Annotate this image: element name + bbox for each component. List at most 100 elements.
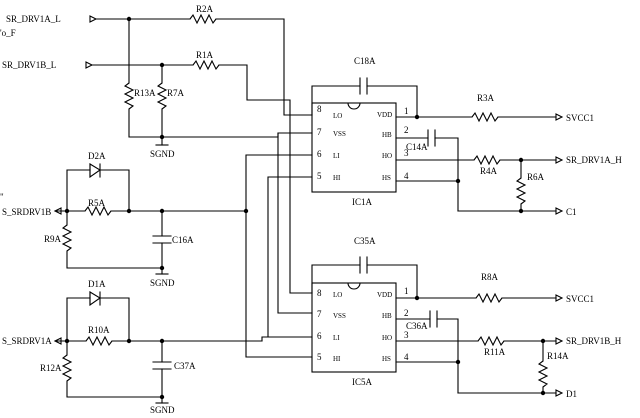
- ic1a-vdd: VDD: [377, 111, 392, 119]
- ic5a-lo: LO: [333, 291, 342, 299]
- sgnd-bot-label: SGND: [150, 405, 175, 415]
- ic5a-label: IC5A: [352, 377, 373, 387]
- sgnd-top-label: SGND: [150, 149, 175, 159]
- ic5a-pin4: 4: [404, 352, 409, 362]
- ic5a-pin2: 2: [404, 308, 409, 318]
- sr-drv1b-h-label: SR_DRV1B_H: [566, 336, 622, 346]
- corner-label: 'o_F: [0, 28, 16, 38]
- c14a-label: C14A: [406, 142, 428, 152]
- r3a-resistor: [471, 111, 499, 123]
- ic5a-pin8: 8: [317, 288, 322, 298]
- ic5a-body: [311, 282, 397, 373]
- r2a-resistor: [189, 13, 217, 25]
- r10a-label: R10A: [88, 325, 110, 335]
- ic1a-pin2: 2: [404, 125, 409, 135]
- sr-drv1a-l-arrow: [89, 15, 98, 23]
- ic1a-li: LI: [333, 152, 340, 160]
- top-left-network: 'o_F SR_DRV1A_L R2A SR_DRV1B_L R1A R13A …: [0, 4, 313, 294]
- d1a-label: D1A: [88, 279, 106, 289]
- ic1a-pin4: 4: [404, 171, 409, 181]
- ic1a-driver: IC1A 8 7 6 5 LO VSS LI HI VDD HB HO HS 1…: [311, 56, 622, 217]
- ic5a-pin5: 5: [317, 352, 322, 362]
- ic5a-driver: IC5A 8 7 6 5 LO VSS LI HI VDD HB HO HS 1…: [311, 236, 622, 399]
- r11a-resistor: [477, 335, 505, 347]
- ic1a-pin3: 3: [404, 148, 409, 158]
- ic5a-hb: HB: [382, 312, 392, 320]
- r11a-label: R11A: [484, 347, 506, 357]
- ic5a-ho: HO: [382, 334, 392, 342]
- ic5a-pin7: 7: [317, 309, 322, 319]
- ic1a-pin6: 6: [317, 149, 322, 159]
- r9a-resistor: [61, 224, 73, 252]
- r1a-resistor: [192, 59, 220, 71]
- r13a-label: R13A: [134, 88, 156, 98]
- d2a-label: D2A: [88, 151, 106, 161]
- c35a-label: C35A: [354, 236, 376, 246]
- sr-drv1a-h-arrow: [555, 156, 564, 164]
- ic1a-lo: LO: [333, 112, 342, 120]
- ic1a-pin8: 8: [317, 104, 322, 114]
- ic5a-pin3: 3: [404, 330, 409, 340]
- ic1a-hs: HS: [382, 174, 391, 182]
- r3a-label: R3A: [477, 93, 495, 103]
- r14a-resistor: [537, 360, 549, 388]
- s-srdrv1b-label: S_SRDRV1B: [2, 207, 51, 217]
- d1-arrow: [555, 389, 564, 397]
- c1-label: C1: [566, 207, 577, 217]
- r14a-label: R14A: [547, 351, 569, 361]
- ic1a-pin5: 5: [317, 171, 322, 181]
- ic1a-pin7: 7: [317, 127, 322, 137]
- d1-label: D1: [566, 389, 577, 399]
- c36a-label: C36A: [406, 321, 428, 331]
- ic1a-body: [311, 102, 397, 193]
- routing-wires: [245, 132, 313, 358]
- c1-arrow: [555, 207, 564, 215]
- sr-drv1a-h-label: SR_DRV1A_H: [566, 155, 622, 165]
- r4a-label: R4A: [480, 166, 498, 176]
- r2a-label: R2A: [196, 4, 214, 14]
- ic5a-hi: HI: [333, 355, 341, 363]
- r5a-resistor: [84, 205, 112, 217]
- ic5a-vss: VSS: [333, 312, 346, 320]
- ic1a-hi: HI: [333, 174, 341, 182]
- ic5a-li: LI: [333, 334, 340, 342]
- ic1a-ho: HO: [382, 152, 392, 160]
- s-srdrv1a-label: S_SRDRV1A: [2, 336, 52, 346]
- r5a-label: R5A: [88, 198, 106, 208]
- r10a-resistor: [85, 335, 113, 347]
- ic1a-label: IC1A: [352, 197, 373, 207]
- ic5a-hs: HS: [382, 355, 391, 363]
- c16a-label: C16A: [172, 235, 194, 245]
- svcc1-bot-arrow: [555, 294, 564, 302]
- sr-drv1b-l-arrow: [85, 61, 94, 69]
- r1a-label: R1A: [196, 50, 214, 60]
- r8a-resistor: [475, 292, 503, 304]
- c18a-label: C18A: [354, 56, 376, 66]
- sgnd-mid-label: SGND: [150, 278, 175, 288]
- d1a-diode: [89, 291, 102, 307]
- input-network-1a: D1A S_SRDRV1A R10A R12A C37A SGND: [2, 279, 247, 415]
- r7a-label: R7A: [167, 88, 185, 98]
- r9a-label: R9A: [44, 234, 62, 244]
- ic1a-hb: HB: [382, 131, 392, 139]
- c37a-label: C37A: [174, 361, 196, 371]
- svcc1-top-label: SVCC1: [566, 113, 594, 123]
- sr-drv1a-l-label: SR_DRV1A_L: [6, 14, 61, 24]
- svcc1-bot-label: SVCC1: [566, 294, 594, 304]
- ic5a-vdd: VDD: [377, 291, 392, 299]
- r8a-label: R8A: [481, 272, 499, 282]
- sr-drv1b-l-label: SR_DRV1B_L: [2, 60, 56, 70]
- sr-drv1b-h-arrow: [555, 337, 564, 345]
- r12a-label: R12A: [40, 363, 62, 373]
- r4a-resistor: [473, 154, 501, 166]
- ic1a-vss: VSS: [333, 130, 346, 138]
- s-srdrv1b-mark: ": [0, 192, 4, 202]
- svcc1-top-arrow: [555, 113, 564, 121]
- ic5a-pin1: 1: [404, 286, 409, 296]
- input-network-1b: D2A " S_SRDRV1B R5A R9A C16A SGND: [0, 151, 249, 288]
- ic1a-pin1: 1: [404, 106, 409, 116]
- r7a-resistor: [156, 82, 168, 110]
- r6a-label: R6A: [527, 172, 545, 182]
- ic5a-pin6: 6: [317, 331, 322, 341]
